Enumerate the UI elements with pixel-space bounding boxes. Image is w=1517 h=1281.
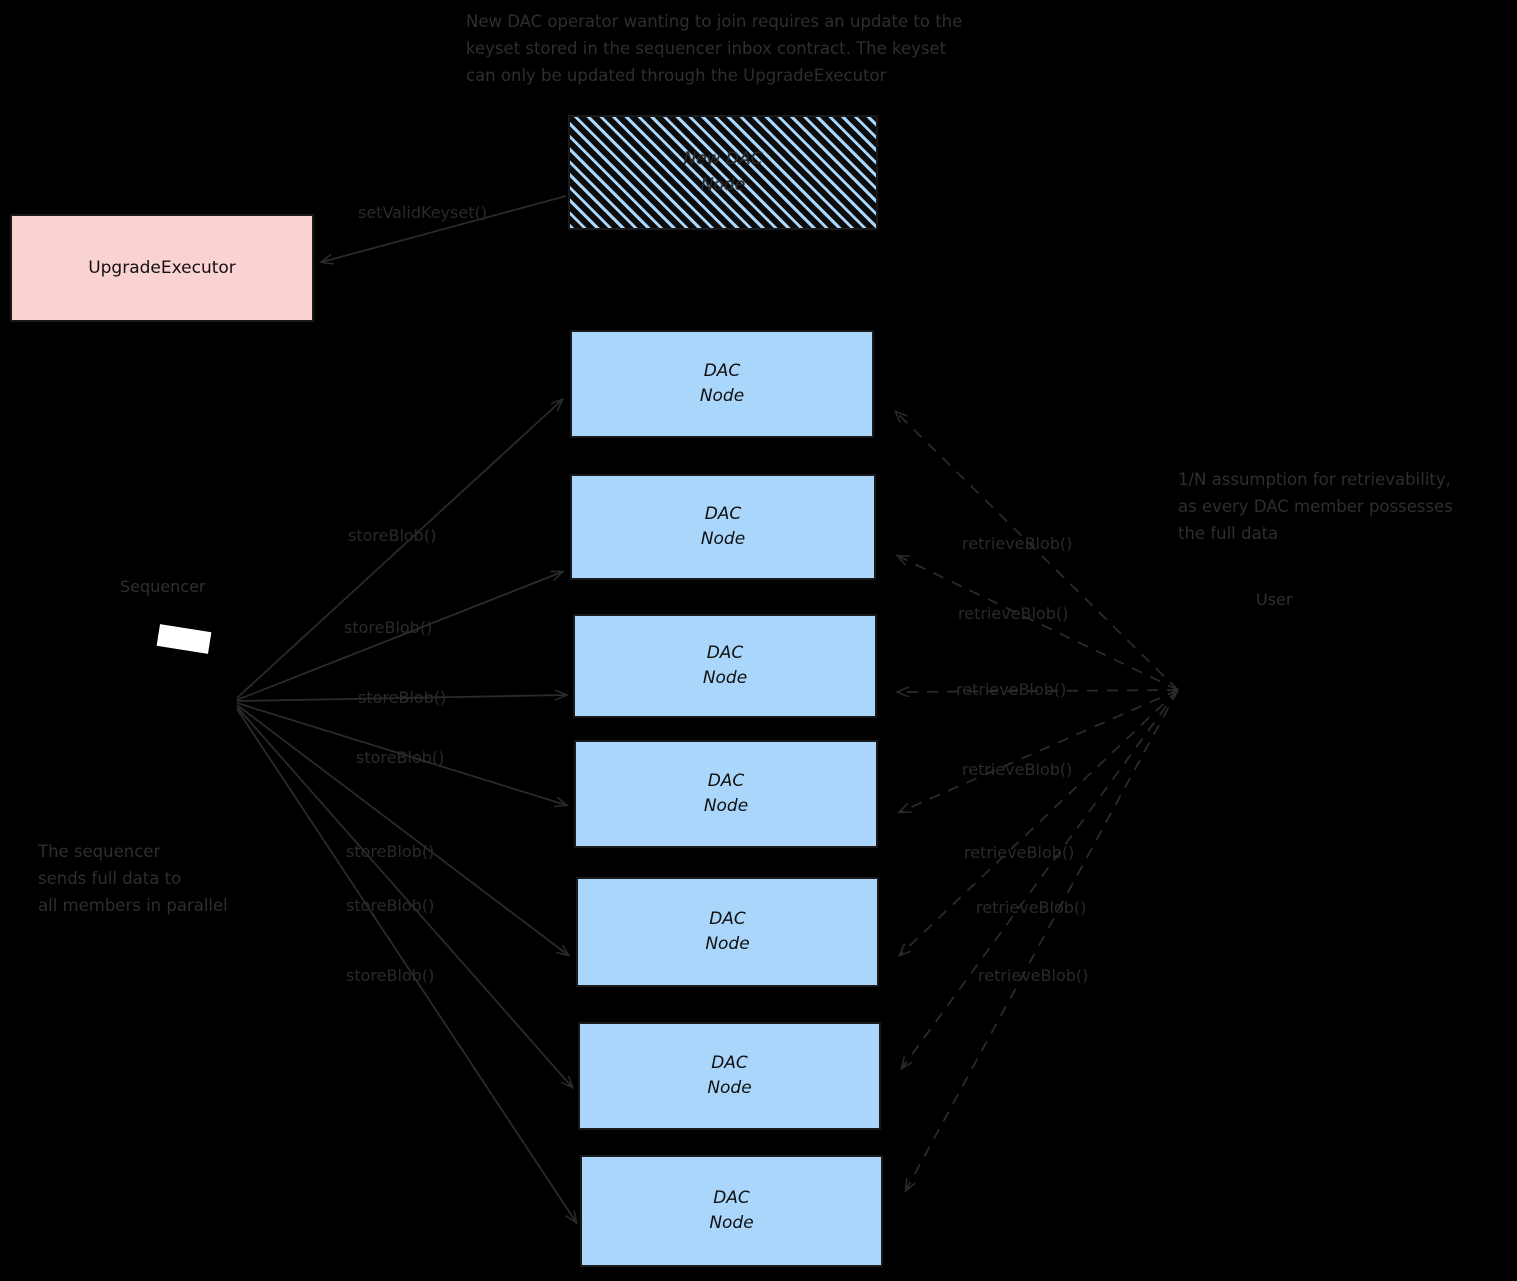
dac-node-box-5[interactable]: DAC Node [576, 877, 879, 987]
sequencer-label: Sequencer [120, 577, 206, 596]
edge-label-store-blob-1: storeBlob() [348, 526, 437, 545]
upgrade-executor-label: UpgradeExecutor [88, 258, 236, 278]
edge-label-retrieve-blob-3: retrieveBlob() [956, 680, 1067, 699]
dac-node-line1: DAC [707, 770, 745, 791]
dac-node-line1: DAC [704, 503, 742, 524]
dac-node-line1: DAC [713, 1187, 750, 1208]
edge-label-store-blob-3: storeBlob() [358, 688, 447, 707]
edge-label-store-blob-2: storeBlob() [344, 618, 433, 637]
edge-set-valid-keyset [322, 195, 567, 262]
edge-label-set-valid-keyset: setValidKeyset() [358, 203, 487, 222]
dac-node-line2: Node [699, 386, 745, 406]
edge-label-retrieve-blob-6: retrieveBlob() [976, 898, 1087, 917]
dac-node-line2: Node [709, 1213, 754, 1233]
dac-node-line2: Node [707, 1078, 752, 1098]
note-top: New DAC operator wanting to join require… [466, 12, 963, 86]
dac-node-box-1[interactable]: DAC Node [570, 330, 874, 438]
user-label: User [1256, 590, 1293, 609]
dac-node-line1: DAC [711, 1052, 748, 1073]
dac-node-box-4[interactable]: DAC Node [574, 740, 878, 848]
edge-label-store-blob-7: storeBlob() [346, 966, 435, 985]
dac-node-box-6[interactable]: DAC Node [578, 1022, 881, 1130]
edge-label-retrieve-blob-2: retrieveBlob() [958, 604, 1069, 623]
dac-node-line2: Node [700, 529, 746, 549]
new-dac-node-line2: Node [700, 174, 746, 195]
edge-label-retrieve-blob-1: retrieveBlob() [962, 534, 1073, 553]
edge-label-retrieve-blob-7: retrieveBlob() [978, 966, 1089, 985]
edge-label-store-blob-4: storeBlob() [356, 748, 445, 767]
new-dac-node-line1: New DAC [683, 149, 763, 169]
dac-node-box-3[interactable]: DAC Node [573, 614, 877, 718]
edges-retrieve-blob [896, 412, 1179, 1190]
note-right: 1/N assumption for retrievability, as ev… [1178, 470, 1453, 544]
edges-store-blob [236, 400, 576, 1222]
edge-label-store-blob-6: storeBlob() [346, 896, 435, 915]
dac-node-line2: Node [705, 934, 750, 954]
dac-node-line1: DAC [709, 908, 746, 929]
dac-node-line1: DAC [706, 642, 744, 663]
new-dac-node-box[interactable]: New DAC Node [568, 115, 878, 230]
upgrade-executor-box[interactable]: UpgradeExecutor [10, 214, 314, 322]
edge-label-store-blob-5: storeBlob() [346, 842, 435, 861]
dac-node-line2: Node [703, 796, 749, 816]
dac-node-line1: DAC [703, 360, 741, 381]
edge-label-retrieve-blob-4: retrieveBlob() [962, 760, 1073, 779]
dac-node-box-7[interactable]: DAC Node [580, 1155, 883, 1267]
note-bottom-left: The sequencer sends full data to all mem… [38, 842, 228, 916]
dac-node-box-2[interactable]: DAC Node [570, 474, 876, 580]
edge-label-retrieve-blob-5: retrieveBlob() [964, 843, 1075, 862]
dac-node-line2: Node [702, 668, 748, 688]
